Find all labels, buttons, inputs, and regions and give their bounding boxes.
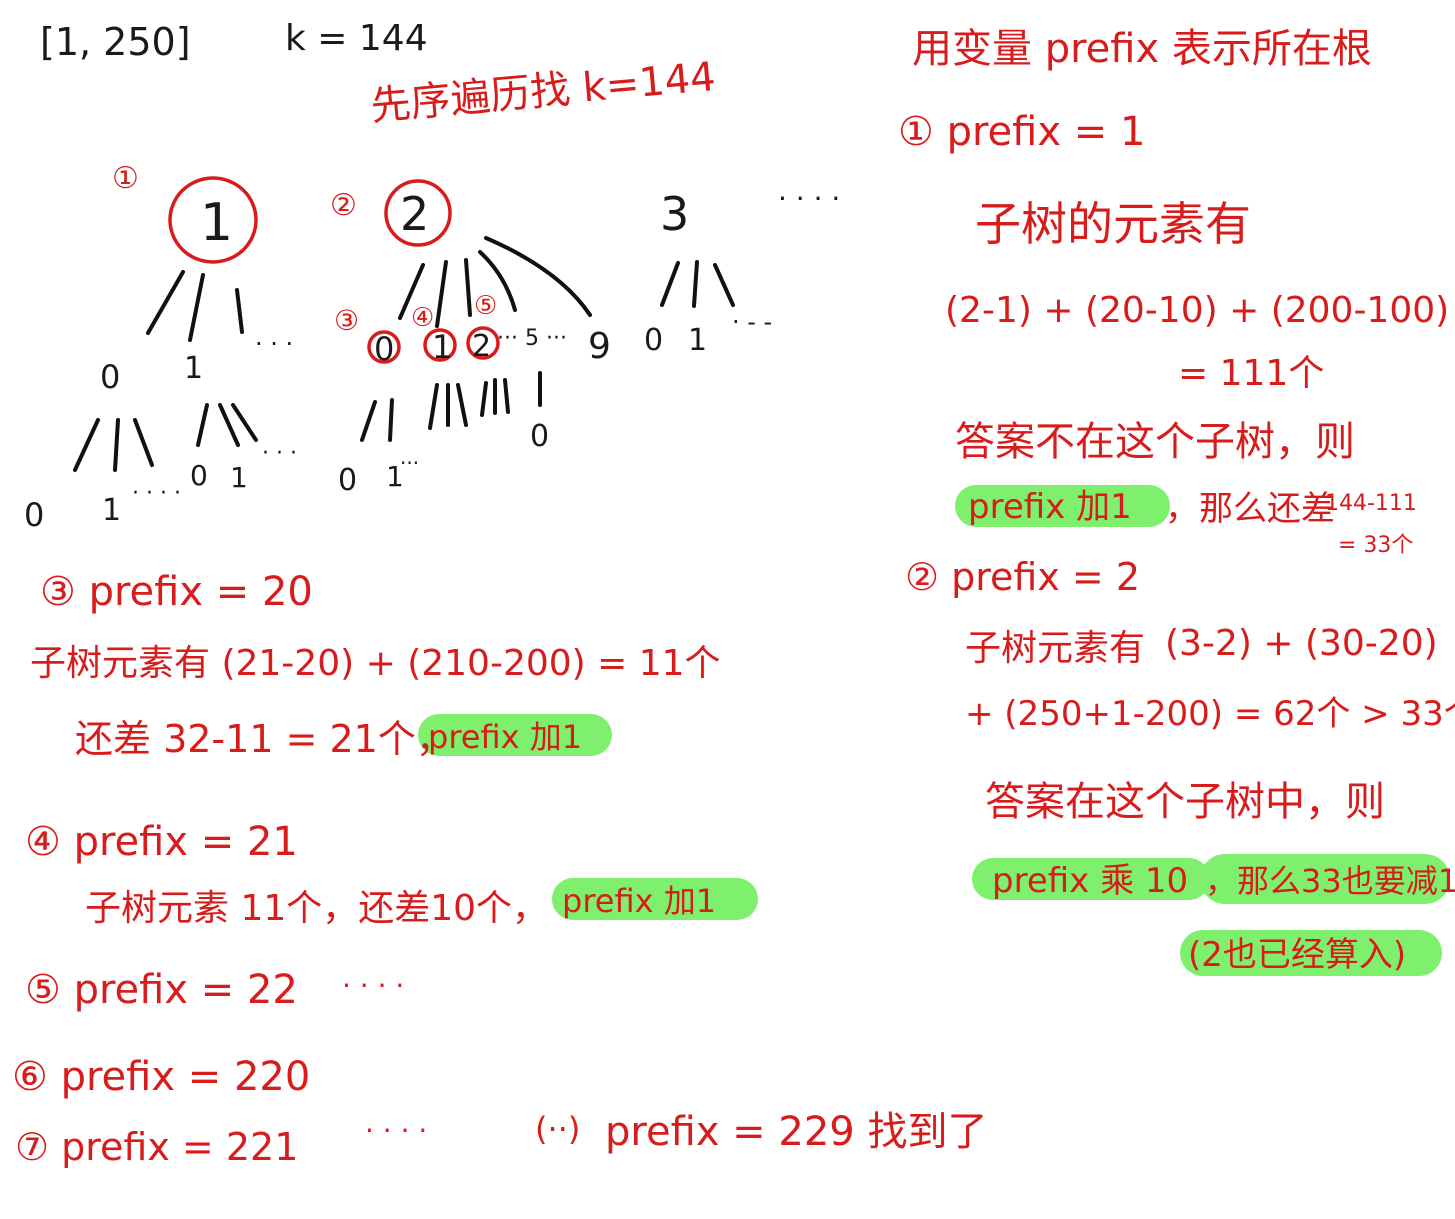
l2-2-1: 1	[432, 328, 452, 366]
s1-calc: (2-1) + (20-10) + (200-100)	[945, 290, 1449, 331]
s2-action: prefix 乘 10	[992, 861, 1188, 901]
node-20-circle	[367, 330, 401, 364]
s2-label: ② prefix = 2	[905, 555, 1140, 599]
left-notes: ③ prefix = 20 子树元素有 (21-20) + (210-200) …	[12, 569, 987, 1169]
l2-2-2: 2	[472, 329, 491, 364]
s1-remain: ，那么还差	[1165, 489, 1335, 529]
s5-label: ⑤ prefix = 22	[25, 967, 298, 1013]
l3-20-1: 1	[386, 460, 404, 493]
s3-label: ③ prefix = 20	[40, 569, 313, 615]
final-result: prefix = 229 找到了	[605, 1109, 987, 1155]
s1-label: ① prefix = 1	[898, 109, 1145, 155]
k-label: k = 144	[285, 18, 428, 59]
l2-3-0: 0	[644, 323, 663, 358]
l3-10-0: 0	[24, 496, 44, 534]
l3-20-0: 0	[338, 463, 357, 498]
right-title: 用变量 prefix 表示所在根	[912, 26, 1372, 72]
step-mark-3: ③	[334, 304, 359, 337]
s1-remain-calc: 144-111	[1325, 491, 1417, 516]
range-label: [1, 250]	[40, 20, 191, 64]
l2-1-0: 0	[100, 358, 120, 396]
s1-sub: 子树的元素有	[975, 197, 1251, 251]
s2-action3-highlight	[1180, 930, 1442, 976]
step-mark-5: ⑤	[474, 291, 497, 321]
node-22-circle	[466, 326, 500, 360]
s3-action-highlight	[418, 714, 612, 756]
s2-action2-highlight	[1200, 854, 1450, 904]
l3-11-ellipsis: · · ·	[262, 441, 297, 466]
digit-tree: ① ② ③ ④ ⑤ 1 2 3 · · · · 0 1 · · · 0	[24, 161, 840, 534]
node-21-circle	[423, 328, 457, 362]
s3-remain: 还差 32-11 = 21个，	[75, 717, 454, 761]
preorder-title: 先序遍历找 k=144	[369, 54, 717, 130]
l2-1-1: 1	[184, 351, 203, 386]
s1-action: prefix 加1	[968, 487, 1132, 527]
s7-label: ⑦ prefix = 221	[15, 1125, 298, 1169]
root-1-circle	[168, 176, 258, 264]
s2-action-highlight	[972, 858, 1210, 900]
s2-calc2: + (250+1-200) = 62个 > 33个	[965, 694, 1455, 734]
s2-conclusion: 答案在这个子树中，则	[985, 779, 1385, 825]
root-2-circle	[384, 179, 452, 247]
root-3: 3	[660, 187, 689, 241]
l2-2-mid: ··· 5 ···	[497, 326, 567, 351]
right-notes: ① prefix = 1 子树的元素有 (2-1) + (20-10) + (2…	[898, 109, 1455, 976]
s6-label: ⑥ prefix = 220	[12, 1054, 310, 1100]
s3-calc: 子树元素有 (21-20) + (210-200) = 11个	[30, 643, 721, 684]
root-ellipsis: · · · ·	[778, 182, 840, 215]
l3-11-0: 0	[190, 459, 208, 492]
s2-calc1: (3-2) + (30-20)	[1165, 623, 1438, 664]
l3-20-ellipsis: ···	[400, 451, 419, 475]
l2-2-0: 0	[374, 330, 394, 368]
s4-action-highlight	[552, 878, 758, 920]
final-mark: (··)	[535, 1110, 580, 1148]
l3-10-ellipsis: · · · ·	[132, 481, 181, 506]
s1-conclusion: 答案不在这个子树，则	[955, 419, 1355, 465]
s2-sub: 子树元素有	[965, 628, 1145, 669]
s2-action2: ，那么33也要减1	[1205, 862, 1455, 900]
s4-action: prefix 加1	[562, 882, 716, 920]
s5-ellipsis: · · · ·	[342, 969, 404, 1002]
l3-11-1: 1	[230, 461, 248, 494]
root-2: 2	[400, 187, 429, 241]
step-mark-4: ④	[411, 303, 434, 333]
s1-remain-result: = 33个	[1338, 533, 1413, 558]
s4-calc: 子树元素 11个，还差10个，	[85, 888, 548, 929]
s7-ellipsis: · · · ·	[365, 1114, 427, 1147]
l2-1-ellipsis: · · ·	[255, 330, 293, 358]
s1-result: = 111个	[1178, 353, 1324, 394]
s4-label: ④ prefix = 21	[25, 819, 298, 865]
l3-22-0: 0	[530, 419, 549, 454]
l2-2-9: 9	[588, 326, 611, 367]
step-mark-2: ②	[330, 188, 357, 223]
root-1: 1	[200, 193, 233, 253]
s3-action: prefix 加1	[428, 718, 582, 756]
l2-3-1: 1	[688, 323, 707, 358]
s1-action-highlight	[955, 485, 1170, 527]
l2-3-ellipsis: · - -	[732, 308, 772, 336]
step-mark-1: ①	[112, 161, 139, 196]
l3-10-1: 1	[102, 493, 121, 528]
s2-action3: (2也已经算入)	[1188, 935, 1406, 975]
